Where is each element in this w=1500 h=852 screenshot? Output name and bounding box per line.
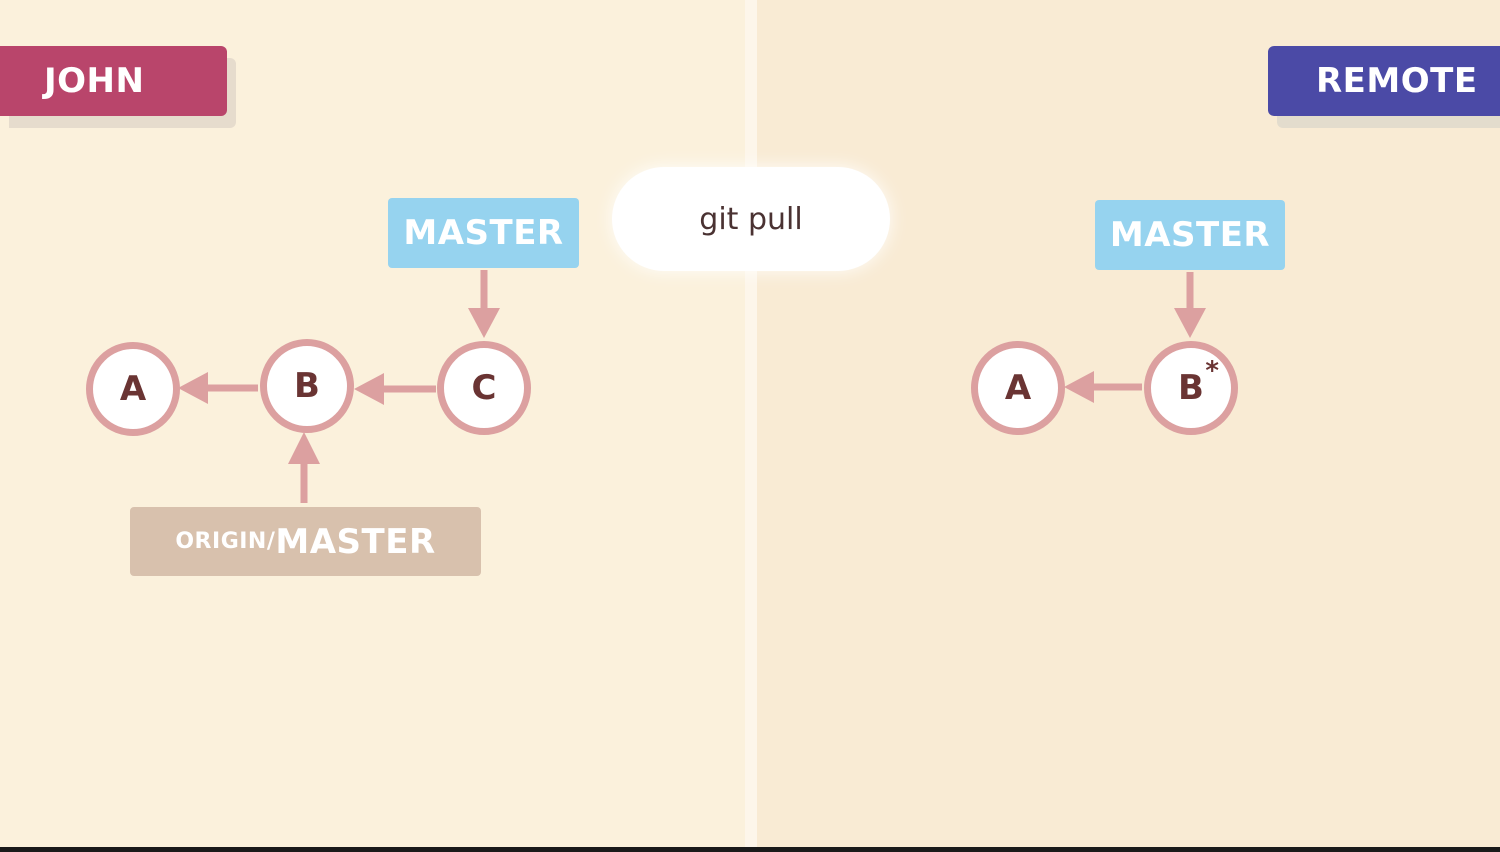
arrowhead-origin-to-b <box>288 432 320 464</box>
arrowhead-remote-master-to-b <box>1174 308 1206 338</box>
commit-label: C <box>471 368 497 408</box>
commit-label: B <box>294 366 320 406</box>
remote-panel <box>757 0 1500 847</box>
commit-label: A <box>1004 368 1032 408</box>
origin-prefix: ORIGIN/ <box>175 529 276 554</box>
john-label: JOHN <box>0 46 227 116</box>
remote-master-branch: MASTER <box>1095 200 1285 270</box>
local-master-branch: MASTER <box>388 198 579 268</box>
arrowhead-c-to-b <box>354 373 384 405</box>
remote-label: REMOTE <box>1268 46 1500 116</box>
modified-marker: * <box>1205 356 1219 386</box>
remote-commit-a: A <box>971 341 1065 435</box>
arrowhead-b-to-a <box>178 372 208 404</box>
remote-commit-b: B * <box>1144 341 1238 435</box>
origin-master-branch: ORIGIN/MASTER <box>130 507 481 576</box>
local-commit-b: B <box>260 339 354 433</box>
commit-label: B <box>1178 368 1204 408</box>
git-command-bubble: git pull <box>612 167 890 271</box>
arrowhead-remote-b-to-a <box>1064 371 1094 403</box>
local-commit-c: C <box>437 341 531 435</box>
local-commit-a: A <box>86 342 180 436</box>
arrowhead-master-to-c <box>468 308 500 338</box>
commit-label: A <box>119 369 147 409</box>
origin-branch-name: MASTER <box>275 521 436 562</box>
